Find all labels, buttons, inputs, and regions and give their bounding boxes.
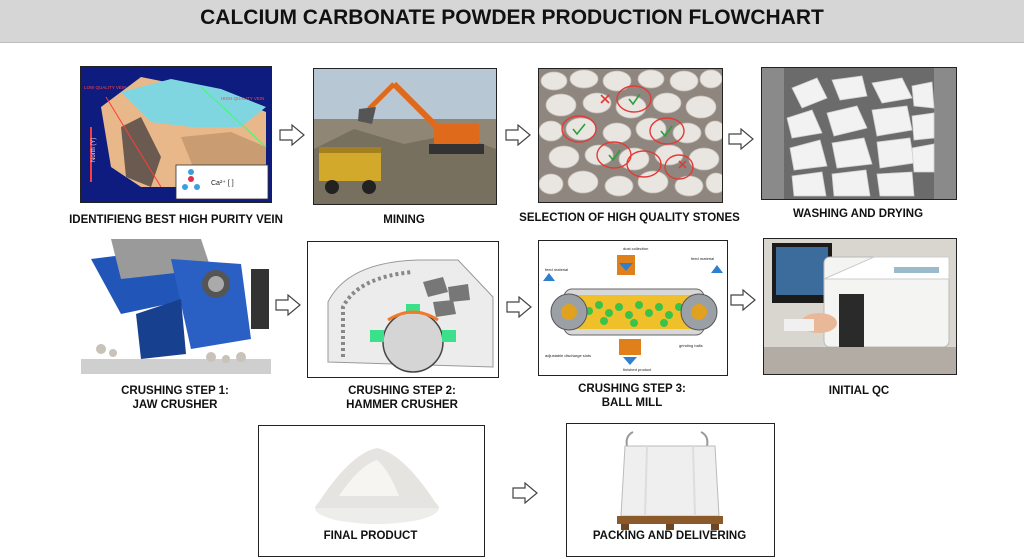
bulk-bag-image <box>566 423 775 557</box>
low-quality-vein-text: LOW QUALITY VEIN <box>84 85 126 90</box>
stone-selection-image <box>538 68 723 203</box>
step-label-hammer-crusher: CRUSHING STEP 2: HAMMER CRUSHER <box>307 384 497 412</box>
step-label-hammer-crusher-line1: CRUSHING STEP 2: <box>348 385 456 397</box>
svg-text:Ca²⁺ [ ]: Ca²⁺ [ ] <box>211 180 234 187</box>
step-label-ball-mill-line1: CRUSHING STEP 3: <box>578 383 686 395</box>
step-label-initial-qc: INITIAL QC <box>828 385 890 397</box>
jaw-crusher-image <box>80 238 272 375</box>
step-label-ball-mill-line2: BALL MILL <box>601 397 663 409</box>
hammer-crusher-image <box>307 241 499 378</box>
ball-mill-discharge-text: adjustable discharge slots <box>545 353 591 358</box>
ball-mill-feed-left-text: feed material <box>545 267 568 272</box>
right-arrow-icon <box>730 289 756 311</box>
washed-stones-image <box>761 67 957 200</box>
step-label-ball-mill: CRUSHING STEP 3: BALL MILL <box>538 382 726 410</box>
title-bar: CALCIUM CARBONATE POWDER PRODUCTION FLOW… <box>0 0 1024 43</box>
ball-mill-image: dust collection feed material feed mater… <box>538 240 728 376</box>
right-arrow-icon <box>506 296 532 318</box>
step-label-selection: SELECTION OF HIGH QUALITY STONES <box>519 212 740 224</box>
right-arrow-icon <box>275 294 301 316</box>
step-label-mining: MINING <box>383 214 425 226</box>
step-label-hammer-crusher-line2: HAMMER CRUSHER <box>346 399 458 411</box>
right-arrow-icon <box>279 124 305 146</box>
ball-mill-dust-text: dust collection <box>623 246 648 251</box>
right-arrow-icon <box>512 482 538 504</box>
step-label-jaw-crusher: CRUSHING STEP 1: JAW CRUSHER <box>80 384 270 412</box>
step-label-jaw-crusher-line1: CRUSHING STEP 1: <box>121 385 229 397</box>
mining-image <box>313 68 497 205</box>
north-axis-text: North (Y) <box>91 138 97 162</box>
lab-analyzer-image <box>763 238 957 375</box>
right-arrow-icon <box>505 124 531 146</box>
step-label-final-product: FINAL PRODUCT <box>323 530 418 542</box>
ball-mill-feed-right-text: feed material <box>691 256 714 261</box>
step-label-jaw-crusher-line2: JAW CRUSHER <box>132 399 218 411</box>
step-label-washing: WASHING AND DRYING <box>792 208 924 220</box>
step-label-identify-vein: IDENTIFIENG BEST HIGH PURITY VEIN <box>69 214 283 226</box>
step-label-packing: PACKING AND DELIVERING <box>592 530 747 542</box>
final-product-image <box>258 425 485 557</box>
ball-mill-product-text: finished product <box>623 367 652 372</box>
high-quality-vein-text: HIGH QUALITY VEIN <box>221 96 264 101</box>
right-arrow-icon <box>728 128 754 150</box>
ball-mill-grinding-text: grinding balls <box>679 343 703 348</box>
page-title: CALCIUM CARBONATE POWDER PRODUCTION FLOW… <box>200 6 824 29</box>
vein-model-image: LOW QUALITY VEIN HIGH QUALITY VEIN North… <box>80 66 272 203</box>
